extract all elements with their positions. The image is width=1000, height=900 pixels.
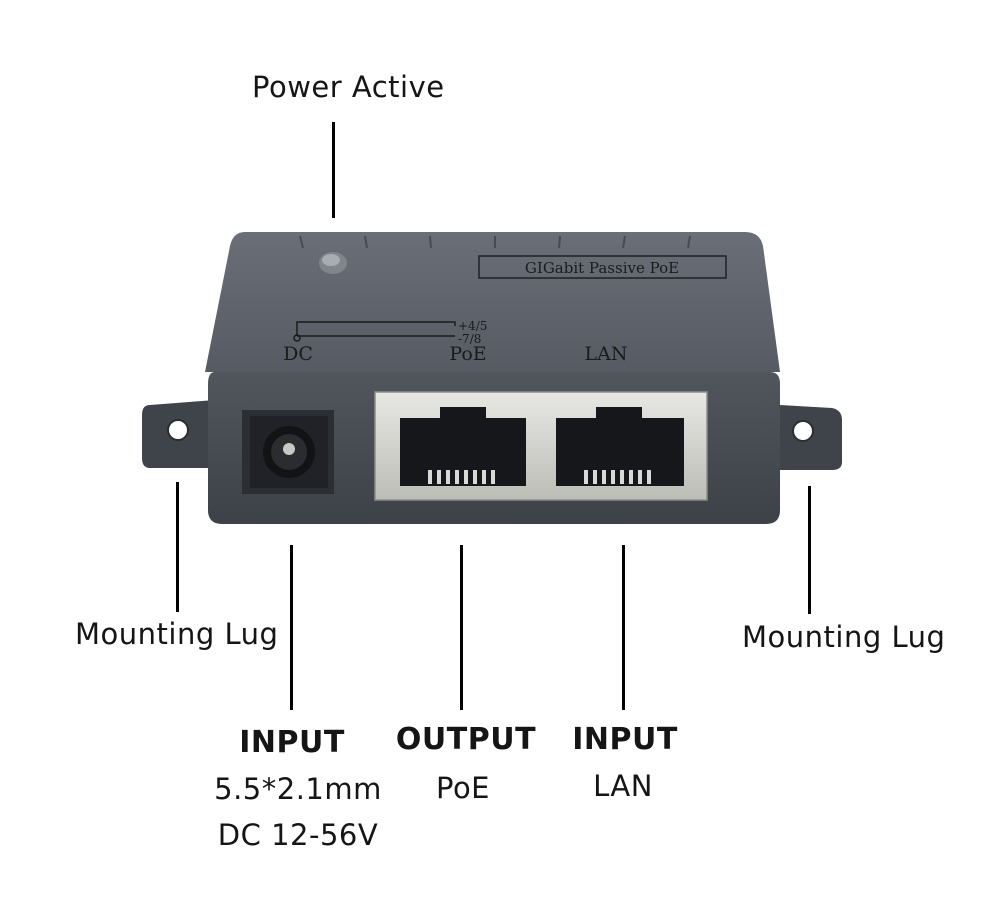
callout-line-lug-left bbox=[176, 482, 179, 612]
badge-text: GIGabit Passive PoE bbox=[525, 259, 679, 277]
callout-line-lan-input bbox=[622, 545, 625, 710]
label-mounting-lug-left: Mounting Lug bbox=[75, 617, 279, 651]
label-dc-input-title: INPUT bbox=[239, 725, 345, 760]
lan-port bbox=[556, 407, 684, 486]
top-face bbox=[205, 232, 780, 372]
label-lan-input-title: INPUT bbox=[572, 722, 678, 757]
callout-line-poe-output bbox=[460, 545, 463, 710]
label-dc: DC bbox=[283, 343, 313, 365]
mounting-lug-right bbox=[780, 405, 842, 470]
callout-line-power bbox=[332, 122, 335, 218]
label-lan: LAN bbox=[585, 343, 628, 365]
dc-jack bbox=[242, 410, 334, 494]
label-power-active: Power Active bbox=[252, 70, 445, 104]
power-led bbox=[319, 252, 347, 274]
label-poe-output-sub: PoE bbox=[435, 771, 491, 805]
polarity-diagram bbox=[293, 321, 456, 342]
label-poe-output-title: OUTPUT bbox=[395, 722, 537, 757]
callout-line-dc-input bbox=[290, 545, 293, 710]
label-dc-input-size: 5.5*2.1mm bbox=[214, 772, 382, 806]
pin-label-pos: +4/5 bbox=[458, 319, 487, 333]
callout-line-lug-right bbox=[808, 486, 811, 614]
label-lan-input-sub: LAN bbox=[593, 769, 653, 803]
badge-frame bbox=[478, 255, 727, 279]
poe-port bbox=[400, 407, 526, 486]
label-poe: PoE bbox=[449, 343, 486, 365]
label-dc-input-voltage: DC 12-56V bbox=[217, 818, 379, 852]
pin-label-neg: -7/8 bbox=[458, 332, 481, 346]
mounting-lug-left bbox=[142, 400, 215, 468]
label-mounting-lug-right: Mounting Lug bbox=[742, 620, 946, 654]
